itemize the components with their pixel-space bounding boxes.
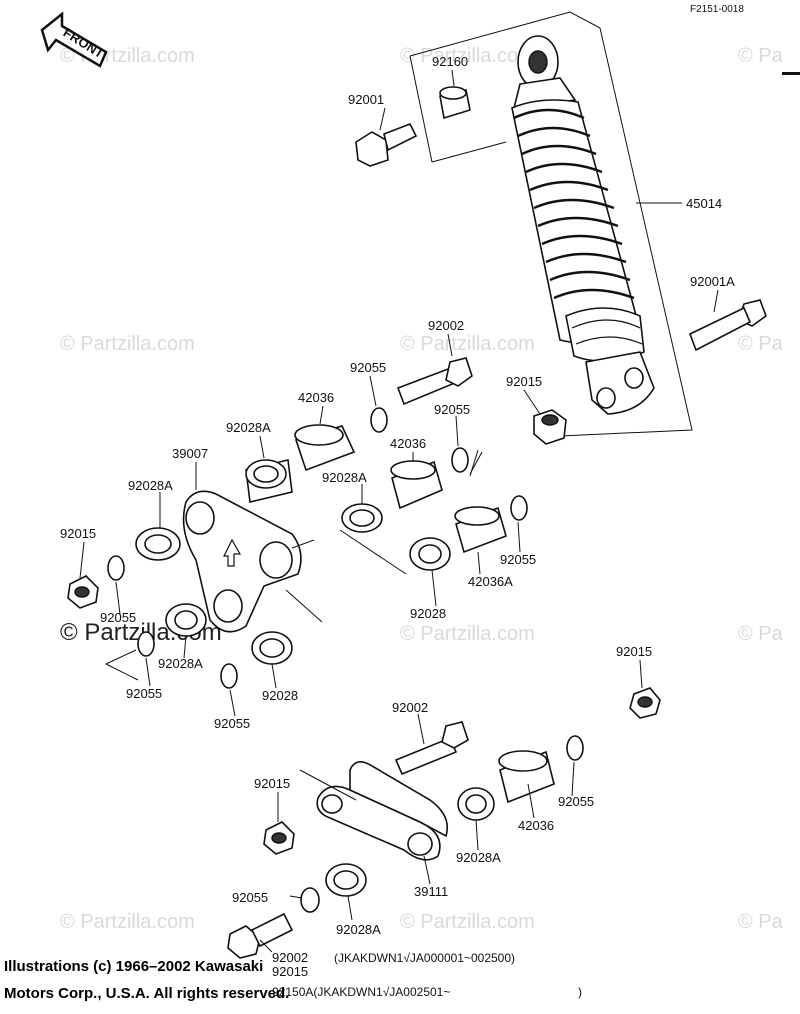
watermark: © Partzilla.com [60,333,195,355]
label-45014: 45014 [686,196,722,211]
watermark: © Pa [738,45,784,67]
label-92055: 92055 [100,610,136,625]
nut-92015 [67,575,99,609]
label-92028A: 92028A [226,420,271,435]
label-92028A: 92028A [456,850,501,865]
label-92015: 92015 [254,776,290,791]
label-92015: 92015 [272,964,308,979]
label-39111: 39111 [414,884,448,899]
edge-mark [782,72,800,75]
bolt-92002-mid [394,721,469,776]
part-labels: 92160 92001 45014 92001A 92002 92055 420… [60,54,735,979]
nut-92015 [629,687,661,719]
bushing-92028A [325,863,367,897]
label-42036A: 42036A [468,574,513,589]
washer-92055 [137,631,155,657]
watermark: © Pa [738,623,784,645]
label-92028: 92028 [410,606,446,621]
serial-note-end: ) [578,985,582,999]
washer-92055 [107,555,125,581]
label-92055: 92055 [434,402,470,417]
copyright-line-1: Illustrations (c) 1966–2002 Kawasaki [4,958,264,975]
label-92015: 92015 [616,644,652,659]
bolt-92002-bottom [227,912,294,959]
label-92028A: 92028A [158,656,203,671]
sleeve-42036A [454,506,507,554]
serial-note-2: 92150A(JKAKDWN1√JA002501~ [272,985,450,999]
label-92055: 92055 [232,890,268,905]
bushing-92028A [245,459,293,503]
leader-lines [79,69,719,953]
bushing-92028A [135,527,181,561]
label-92055: 92055 [126,686,162,701]
watermark: © Pa [738,911,784,933]
watermark: © Partzilla.com [400,911,535,933]
label-92055: 92055 [214,716,250,731]
bushing-92028A [165,603,207,637]
sleeve-42036 [294,424,356,472]
label-92001: 92001 [348,92,384,107]
label-92002: 92002 [392,700,428,715]
tie-rod-39111 [316,761,449,861]
shock-absorber [511,35,655,415]
copyright-line-2: Motors Corp., U.S.A. All rights reserved… [4,985,290,1002]
nut-92015 [263,821,295,855]
watermark: © Partzilla.com [60,911,195,933]
label-92001A: 92001A [690,274,735,289]
watermark: © Partzilla.com [400,333,535,355]
label-92055: 92055 [350,360,386,375]
watermark: © Partzilla.com [400,45,535,67]
label-92028A: 92028A [336,922,381,937]
watermark: © Partzilla.com [400,623,535,645]
label-92002: 92002 [428,318,464,333]
serial-note-1: (JKAKDWN1√JA000001~002500) [334,951,515,965]
label-92015: 92015 [506,374,542,389]
sleeve-42036 [390,460,443,510]
label-92028A: 92028A [128,478,173,493]
bolt-92001A [688,299,767,352]
bushing-92028A [457,787,495,821]
label-39007: 39007 [172,446,208,461]
washer-92055 [451,447,469,473]
washer-92055 [566,735,584,761]
label-92160: 92160 [432,54,468,69]
group-frame [409,11,693,437]
watermark: © Pa [738,333,784,355]
label-92055: 92055 [558,794,594,809]
bushing-92028 [251,631,293,665]
washer-92055 [300,887,320,913]
rocker-arm-39007 [182,490,302,633]
bolt-92002-top [396,357,473,406]
label-42036: 42036 [518,818,554,833]
label-92002: 92002 [272,950,308,965]
bushing-92028A [341,503,383,533]
label-42036: 42036 [298,390,334,405]
nut-92015 [533,409,567,445]
washer-92055 [370,407,388,433]
label-92028A: 92028A [322,470,367,485]
sleeve-42036 [498,750,555,804]
bushing-92028 [409,537,451,571]
bolt-92001 [355,122,418,167]
label-92015: 92015 [60,526,96,541]
label-42036: 42036 [390,436,426,451]
label-92055: 92055 [500,552,536,567]
washer-92055 [220,663,238,689]
collar-92160 [439,86,471,120]
washer-92055 [510,495,528,521]
label-92028: 92028 [262,688,298,703]
diagram-ref: F2151-0018 [690,4,744,15]
